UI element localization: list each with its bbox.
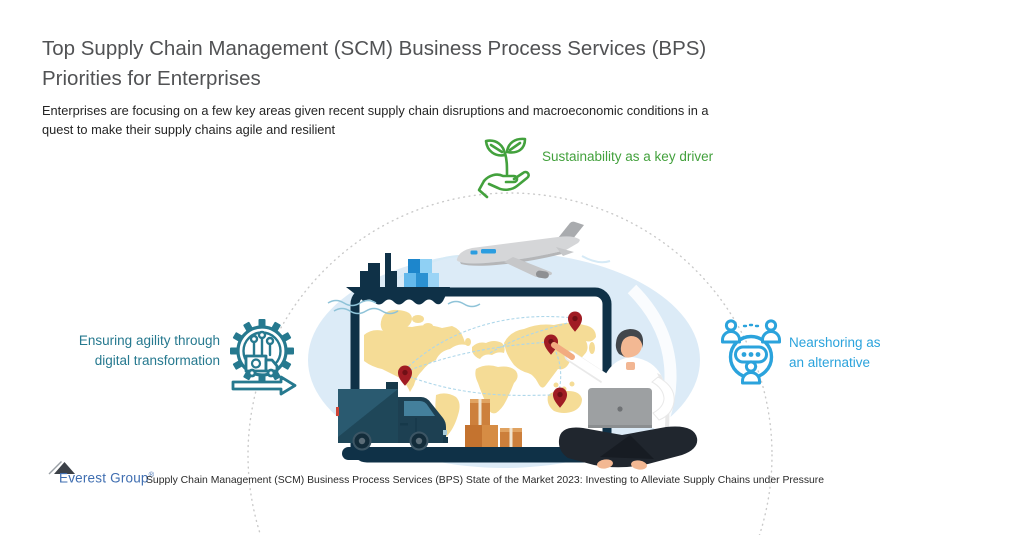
- everest-group-logo-icon: [48, 461, 75, 475]
- gear-truck-arrow-icon: [230, 319, 297, 396]
- airplane-icon: [395, 221, 611, 280]
- map-pin: [552, 387, 568, 408]
- face: [618, 333, 643, 358]
- people-network-icon: [721, 319, 781, 385]
- registered-mark: ®: [148, 470, 155, 479]
- device-base: [342, 447, 608, 460]
- map-pin: [567, 311, 583, 332]
- map-pins: [397, 311, 583, 408]
- sustainability-label: Sustainability as a key driver: [542, 149, 714, 164]
- water-waves: [327, 299, 481, 315]
- map-pin: [397, 365, 413, 386]
- pointing-hand: [551, 342, 575, 360]
- source-text: Supply Chain Management (SCM) Business P…: [146, 475, 825, 486]
- cargo-ship-icon: [327, 253, 481, 315]
- header: Top Supply Chain Management (SCM) Busine…: [42, 34, 709, 139]
- agility-label: Ensuring agility through digital transfo…: [78, 333, 220, 368]
- parcel-boxes-icon: [465, 399, 522, 447]
- page-title: Top Supply Chain Management (SCM) Busine…: [42, 37, 707, 90]
- page-subtitle: Enterprises are focusing on a few key ar…: [42, 103, 709, 137]
- hand-plant-icon: [477, 137, 530, 199]
- route-lines: [404, 315, 575, 396]
- person-illustration: [551, 329, 698, 470]
- supply-chain-illustration: [308, 221, 700, 470]
- delivery-truck-icon: [336, 382, 448, 451]
- nearshoring-label: Nearshoring as an alternative: [789, 335, 881, 370]
- hair: [615, 329, 643, 357]
- everest-group-logo-text: Everest Group®: [59, 470, 155, 486]
